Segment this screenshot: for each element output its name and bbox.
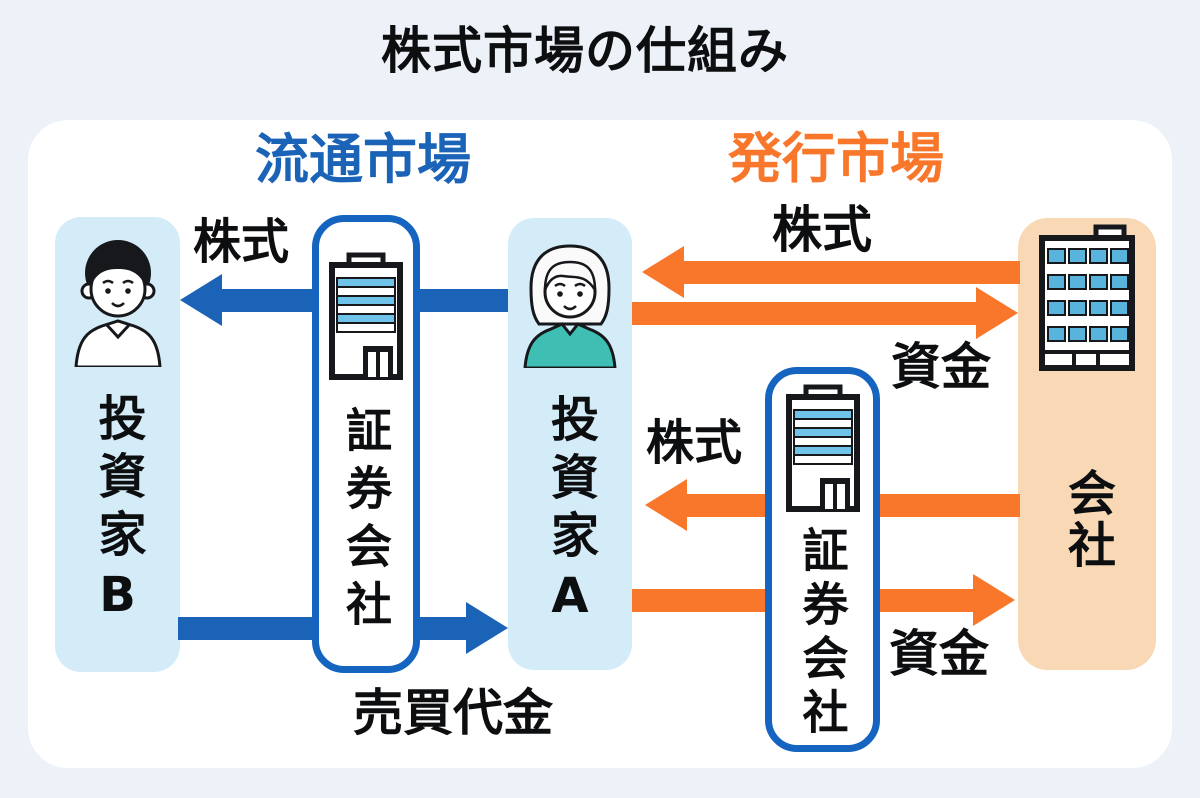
flow-label-trade-payment: 売買代金 [353,684,553,742]
arrow-trade-payment-head [466,602,508,654]
broker-building-icon [785,384,860,512]
arrow-funds-to-company-head [976,287,1018,339]
arrow-stock-via-broker-head [645,479,687,531]
flow-label-stock-via-broker: 株式 [646,415,743,471]
male-investor-avatar [73,240,162,367]
investor-a-panel: 投資家A [508,218,632,670]
investor-b-label: 投資家B [89,393,146,633]
company-panel: 会社 [1018,218,1156,670]
broker-primary-label: 証券会社 [795,526,850,742]
company-building-icon [1039,224,1135,371]
flow-label-funds-to-company: 資金 [891,338,991,396]
secondary-market-label: 流通市場 [255,128,471,191]
arrow-funds-to-company-shaft [632,302,976,325]
company-label: 会社 [1059,468,1115,572]
flow-label-stock-to-investor-b: 株式 [193,214,290,270]
arrow-stock-to-investor-a-head [642,246,684,298]
broker-secondary-label: 証券会社 [339,406,393,638]
broker-secondary-box: 証券会社 [312,215,420,673]
investor-a-label: 投資家A [542,394,598,634]
broker-primary-box: 証券会社 [765,367,880,752]
primary-market-label: 発行市場 [728,127,944,190]
arrow-funds-via-broker-head [973,574,1015,626]
arrow-stock-to-investor-b-head [180,274,222,326]
arrow-stock-to-investor-a-shaft [684,261,1020,284]
page-title: 株式市場の仕組み [381,22,789,80]
flow-label-funds-via-broker: 資金 [889,625,989,683]
broker-building-icon [329,252,403,380]
flow-label-stock-to-investor-a: 株式 [772,201,872,259]
female-investor-avatar [523,244,617,368]
investor-b-panel: 投資家B [55,217,180,672]
